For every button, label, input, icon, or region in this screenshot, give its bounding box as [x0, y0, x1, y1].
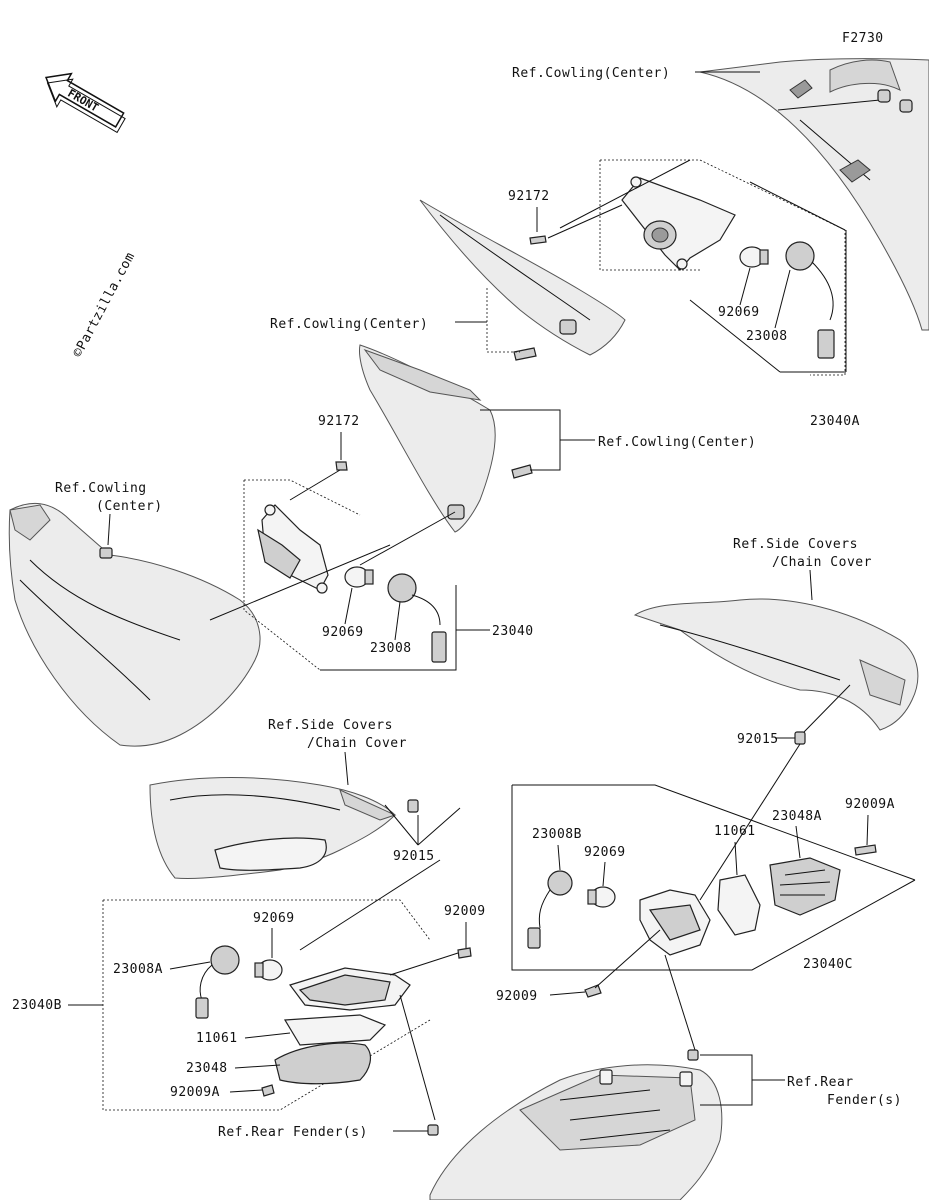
bulb-92069-mid [344, 566, 374, 588]
label-23040c: 23040C [803, 957, 853, 972]
label-92015-left: 92015 [393, 849, 435, 864]
watermark: ©Partzilla.com [70, 250, 138, 360]
label-23008a: 23008A [113, 962, 163, 977]
socket-23008-top [785, 241, 835, 359]
label-92009a-left: 92009A [170, 1085, 220, 1100]
turn-signal-front-left [257, 504, 329, 594]
grommet-fender-left [427, 1124, 439, 1136]
turn-signal-front-right [621, 176, 736, 271]
figure-id: F2730 [842, 31, 884, 46]
label-23008-mid: 23008 [370, 641, 412, 656]
cowling-center-mid [419, 199, 626, 361]
rear-fender [429, 1064, 723, 1200]
side-cover-left [149, 777, 397, 879]
label-92069-right: 92069 [584, 845, 626, 860]
label-92172-top: 92172 [508, 189, 550, 204]
bulb-92069-top [739, 246, 769, 268]
socket-23008-mid [387, 573, 447, 663]
label-ref-side-covers-left-2: /Chain Cover [307, 736, 407, 751]
label-23008b: 23008B [532, 827, 582, 842]
label-ref-rear-fender-right-2: Fender(s) [827, 1093, 902, 1108]
grommet-92015-left [407, 799, 419, 813]
lens-23048a [769, 857, 841, 916]
front-arrow-icon: FRONT [44, 72, 126, 134]
socket-23008a [195, 945, 240, 1019]
label-ref-side-covers-left-1: Ref.Side Covers [268, 718, 393, 733]
label-ref-rear-fender-left: Ref.Rear Fender(s) [218, 1125, 368, 1140]
bulb-92069-right [587, 886, 616, 908]
label-11061-left: 11061 [196, 1031, 238, 1046]
label-92015-right: 92015 [737, 732, 779, 747]
screw-92009-left [457, 947, 472, 959]
label-92009-right: 92009 [496, 989, 538, 1004]
gasket-11061-left [283, 1014, 387, 1046]
label-ref-cowling-center-left-2: (Center) [96, 499, 163, 514]
screw-92009-right [584, 984, 602, 998]
screw-92172-top [529, 235, 547, 245]
socket-23008b [527, 870, 573, 949]
cowling-center-top [699, 58, 929, 331]
label-23048: 23048 [186, 1061, 228, 1076]
turn-signal-rear-right [639, 889, 711, 956]
label-23040: 23040 [492, 624, 534, 639]
label-92069-left: 92069 [253, 911, 295, 926]
label-92069-top: 92069 [718, 305, 760, 320]
label-92172-mid: 92172 [318, 414, 360, 429]
cowling-center-right [359, 344, 533, 533]
lens-23048 [274, 1042, 372, 1085]
label-92009a-right: 92009A [845, 797, 895, 812]
screw-92172-mid [335, 461, 348, 471]
gasket-11061-right [717, 874, 761, 936]
label-23040b: 23040B [12, 998, 62, 1013]
label-ref-side-covers-right-2: /Chain Cover [772, 555, 872, 570]
label-ref-cowling-center-left-1: Ref.Cowling [55, 481, 147, 496]
label-92069-mid: 92069 [322, 625, 364, 640]
side-cover-right [633, 598, 919, 731]
label-ref-cowling-center-right: Ref.Cowling(Center) [598, 435, 756, 450]
label-92009-left: 92009 [444, 904, 486, 919]
label-ref-cowling-center-mid: Ref.Cowling(Center) [270, 317, 428, 332]
label-23008-top: 23008 [746, 329, 788, 344]
label-11061-right: 11061 [714, 824, 756, 839]
screw-92009a-right [854, 844, 877, 856]
label-ref-cowling-center-top: Ref.Cowling(Center) [512, 66, 670, 81]
turn-signal-rear-left [289, 967, 411, 1011]
cowling-center-left [8, 502, 261, 747]
bulb-92069-left [254, 959, 283, 981]
label-ref-side-covers-right-1: Ref.Side Covers [733, 537, 858, 552]
screw-92009a-left [261, 1084, 275, 1097]
grommet-92015-right [794, 731, 806, 745]
label-23048a: 23048A [772, 809, 822, 824]
label-ref-rear-fender-right-1: Ref.Rear [787, 1075, 854, 1090]
grommet-fender-right [687, 1049, 699, 1061]
label-23040a: 23040A [810, 414, 860, 429]
